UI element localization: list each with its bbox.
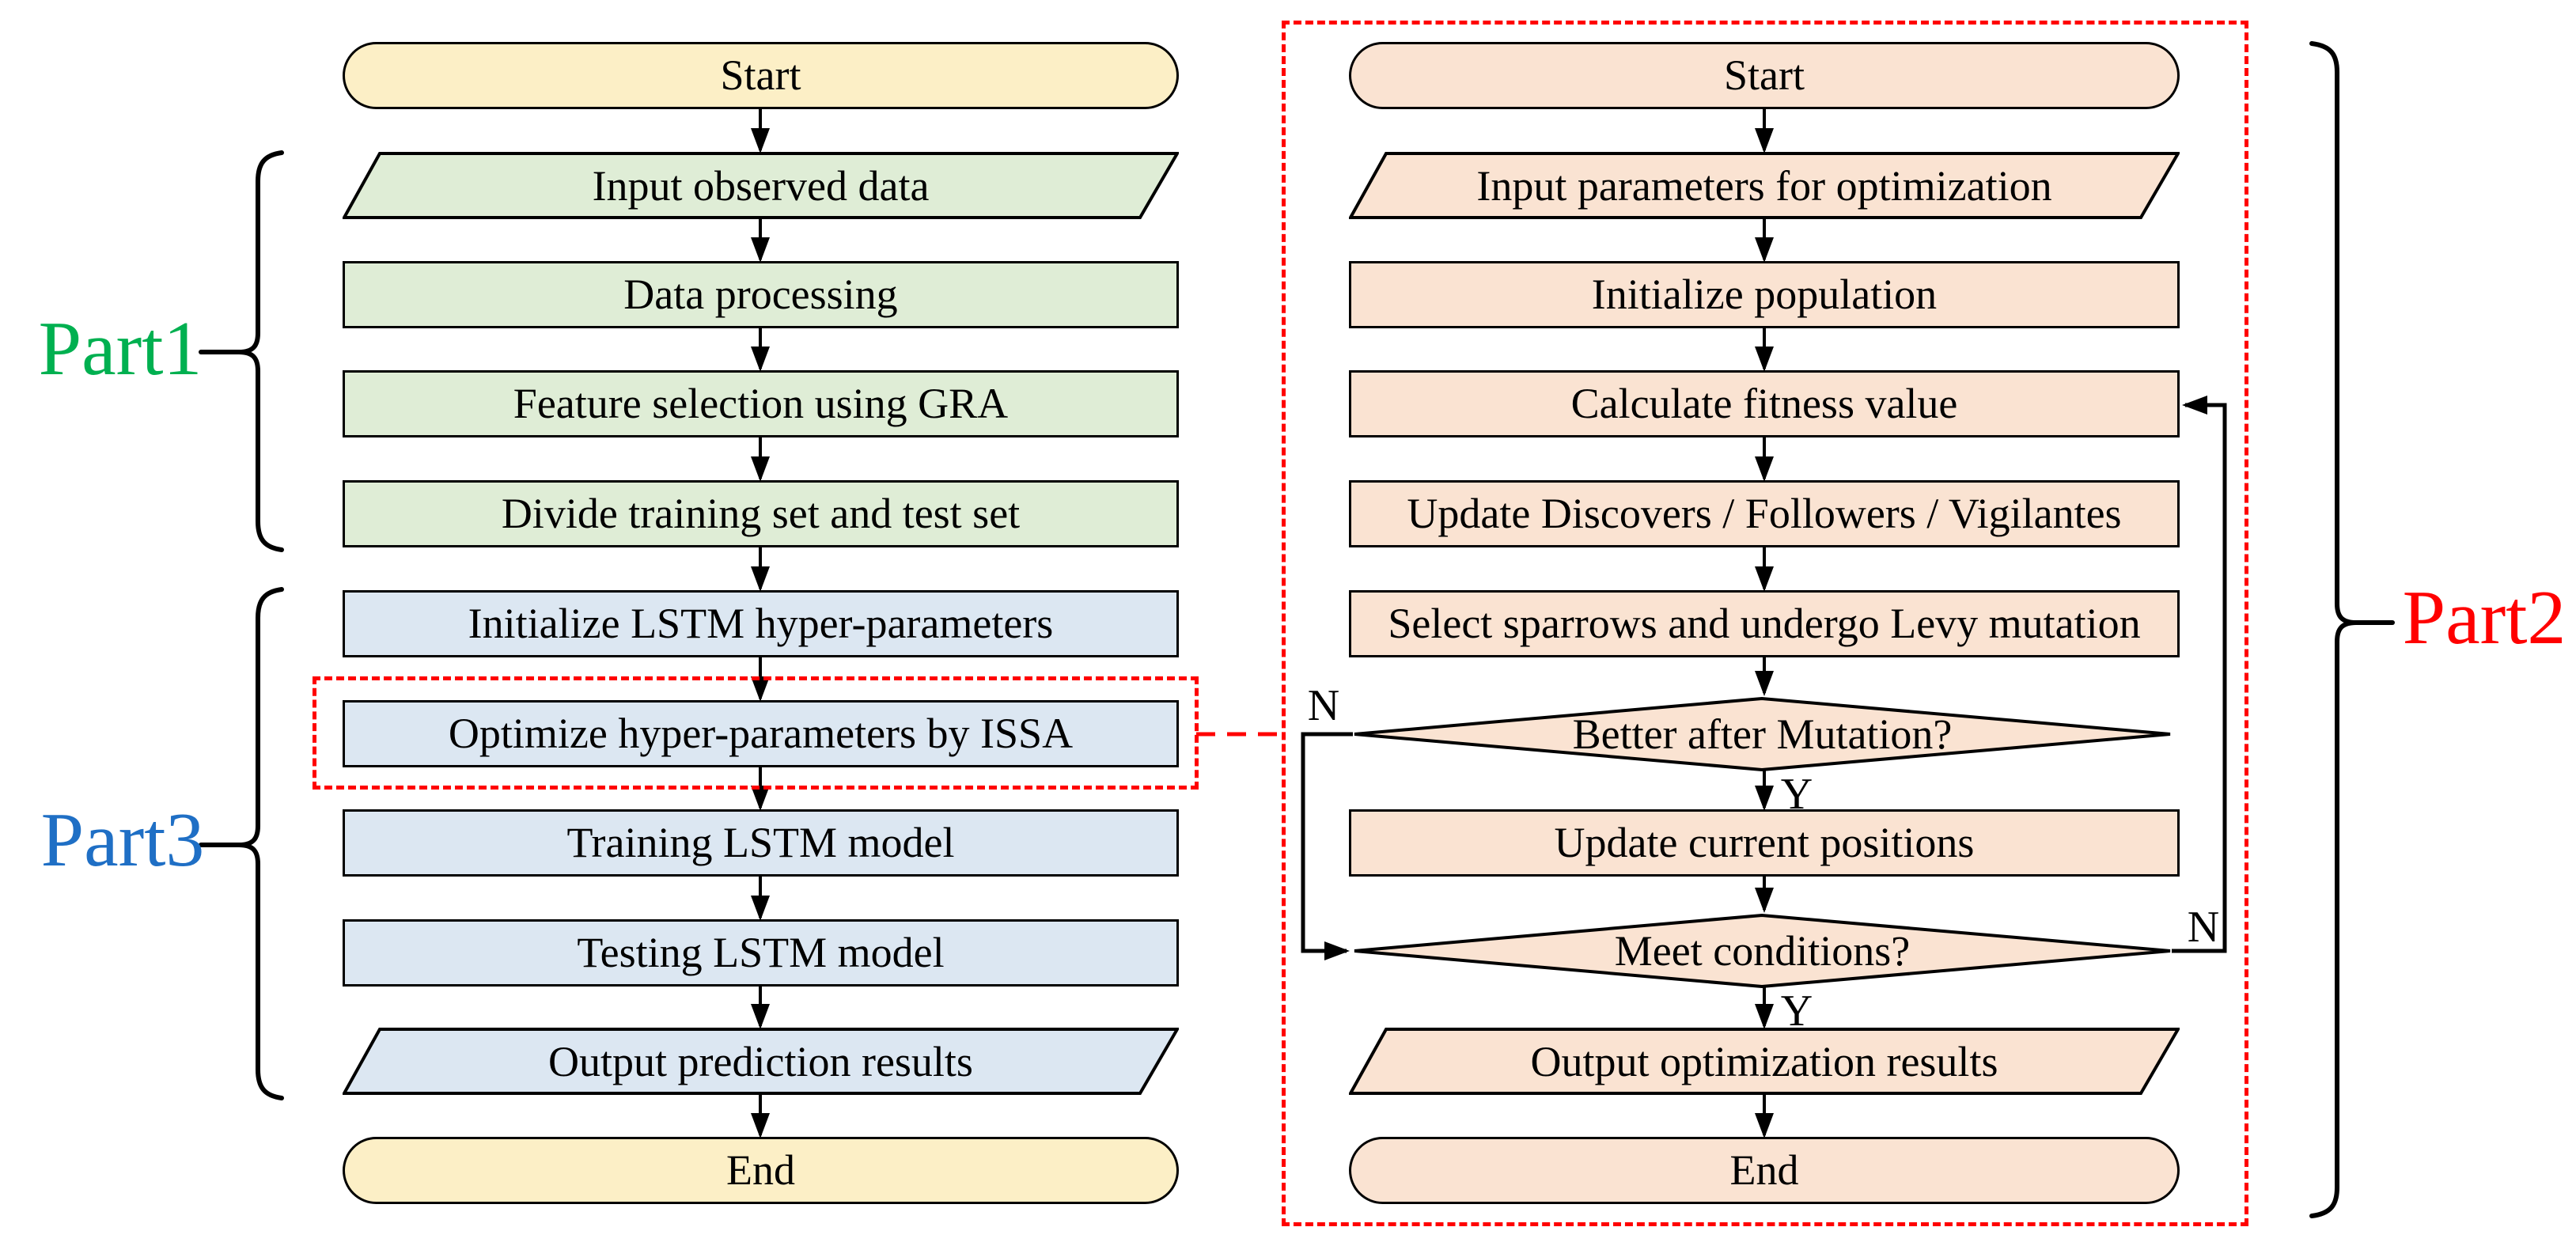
part2-brace [2309,41,2357,1218]
node-label: Update Discovers / Followers / Vigilante… [1407,490,2122,538]
flow-node-input-observed-data: Input observed data [343,152,1179,219]
node-label: Divide training set and test set [501,490,1021,538]
branch-label-yes-better: Y [1780,770,1813,819]
node-label: Input parameters for optimization [1476,161,2052,210]
flow-node-better-after-mutation: Better after Mutation? [1353,696,2172,772]
node-label: Input observed data [592,161,930,210]
node-label: Meet conditions? [1614,927,1911,975]
flow-node-meet-conditions: Meet conditions? [1353,913,2172,989]
flow-node-initialize-population: Initialize population [1349,261,2180,328]
node-label: Update current positions [1554,819,1975,867]
branch-label-yes-meet: Y [1780,987,1813,1036]
parallelogram-shape [343,152,1179,219]
flow-node-start-left: Start [343,42,1179,109]
flow-node-input-parameters: Input parameters for optimization [1349,152,2180,219]
part3-brace [238,587,284,1100]
feedback-no-meet-line [2172,396,2227,953]
flow-node-update-positions: Update current positions [1349,809,2180,877]
flow-node-start-right: Start [1349,42,2180,109]
flow-node-divide-sets: Divide training set and test set [343,480,1179,547]
parallelogram-shape [343,1028,1179,1095]
node-label: Output optimization results [1530,1037,1998,1085]
part2-label: Part2 [2402,575,2567,661]
parallelogram-shape [1349,1028,2180,1095]
flow-node-calculate-fitness: Calculate fitness value [1349,370,2180,437]
node-label: Initialize population [1591,271,1938,319]
part2-region-dashed-box [1282,21,2248,1226]
node-label: Select sparrows and undergo Levy mutatio… [1388,600,2141,648]
flow-node-update-roles: Update Discovers / Followers / Vigilante… [1349,480,2180,547]
parallelogram-shape [1349,152,2180,219]
flow-node-output-prediction: Output prediction results [343,1028,1179,1095]
diamond-shape [1354,913,2171,989]
flow-node-select-sparrows: Select sparrows and undergo Levy mutatio… [1349,590,2180,657]
node-label: Optimize hyper-parameters by ISSA [448,710,1074,758]
part1-label: Part1 [38,306,203,392]
node-label: Start [1724,51,1805,100]
node-label: Training LSTM model [566,819,955,867]
flow-node-optimize-issa: Optimize hyper-parameters by ISSA [343,700,1179,767]
flow-node-testing-lstm: Testing LSTM model [343,919,1179,987]
node-label: Testing LSTM model [577,929,945,977]
node-label: Data processing [623,271,898,319]
branch-label-no-meet: N [2187,903,2220,952]
node-label: Initialize LSTM hyper-parameters [468,600,1054,648]
node-label: End [1729,1146,1799,1195]
flow-node-data-processing: Data processing [343,261,1179,328]
node-label: Feature selection using GRA [513,380,1009,428]
diamond-shape [1354,696,2171,772]
flow-node-initialize-lstm: Initialize LSTM hyper-parameters [343,590,1179,657]
flow-node-end-right: End [1349,1137,2180,1204]
flow-node-feature-selection: Feature selection using GRA [343,370,1179,437]
node-label: Output prediction results [548,1037,973,1085]
branch-label-no-better: N [1307,681,1340,730]
part3-label: Part3 [40,797,205,883]
flow-node-output-optimization: Output optimization results [1349,1028,2180,1095]
part1-brace [238,150,284,552]
node-label: Better after Mutation? [1572,710,1953,758]
node-label: End [726,1146,795,1195]
flow-node-end-left: End [343,1137,1179,1204]
node-label: Calculate fitness value [1570,380,1958,428]
branch-no-better-line [1301,732,1353,960]
node-label: Start [720,51,801,100]
flow-node-training-lstm: Training LSTM model [343,809,1179,877]
